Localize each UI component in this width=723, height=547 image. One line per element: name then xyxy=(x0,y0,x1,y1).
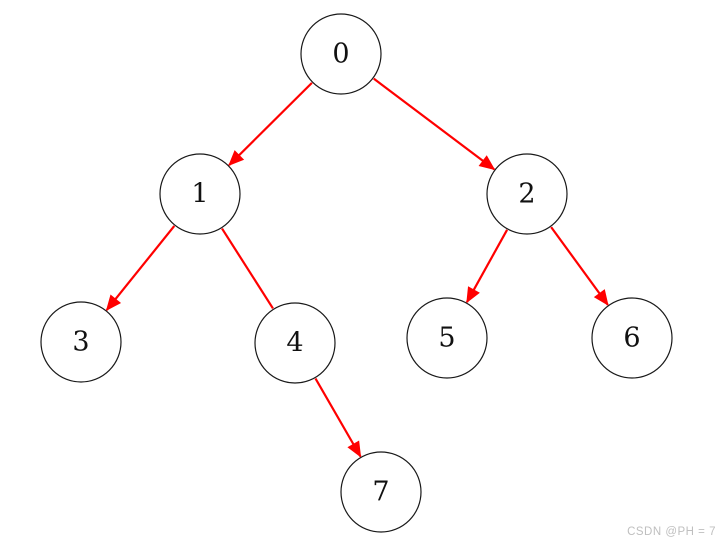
tree-node-circle-0 xyxy=(300,13,382,95)
tree-edge-0-1 xyxy=(229,82,313,165)
tree-edge-1-4 xyxy=(221,227,274,310)
tree-node-circle-6 xyxy=(591,297,673,379)
tree-edge-1-3 xyxy=(105,225,176,310)
tree-node-label-4: 4 xyxy=(286,328,303,359)
tree-node-label-5: 5 xyxy=(438,323,455,354)
tree-node-label-3: 3 xyxy=(72,327,89,358)
tree-node-3: 3 xyxy=(40,301,122,383)
tree-node-circle-1 xyxy=(159,153,241,235)
tree-node-label-0: 0 xyxy=(332,39,349,70)
tree-node-7: 7 xyxy=(340,451,422,533)
tree-node-1: 1 xyxy=(159,153,241,235)
tree-node-4: 4 xyxy=(254,302,336,384)
tree-edge-2-5 xyxy=(465,229,509,302)
tree-node-circle-3 xyxy=(40,301,122,383)
tree-node-label-2: 2 xyxy=(518,179,535,210)
tree-node-circle-4 xyxy=(254,302,336,384)
tree-node-5: 5 xyxy=(406,297,488,379)
tree-edge-4-7 xyxy=(314,377,362,457)
tree-node-label-1: 1 xyxy=(191,179,208,210)
tree-node-circle-7 xyxy=(340,451,422,533)
tree-node-label-7: 7 xyxy=(372,477,389,508)
tree-node-circle-2 xyxy=(486,153,568,235)
tree-node-2: 2 xyxy=(486,153,568,235)
tree-edge-0-2 xyxy=(373,77,494,171)
tree-node-circle-5 xyxy=(406,297,488,379)
csdn-watermark: CSDN @PH = 7 xyxy=(627,526,716,538)
tree-node-label-6: 6 xyxy=(623,323,640,354)
tree-node-6: 6 xyxy=(591,297,673,379)
tree-node-0: 0 xyxy=(300,13,382,95)
tree-edges-layer xyxy=(105,77,609,457)
tree-edge-2-6 xyxy=(550,226,609,305)
tree-nodes-layer: 0 1 2 3 4 5 6 7 xyxy=(40,13,673,533)
